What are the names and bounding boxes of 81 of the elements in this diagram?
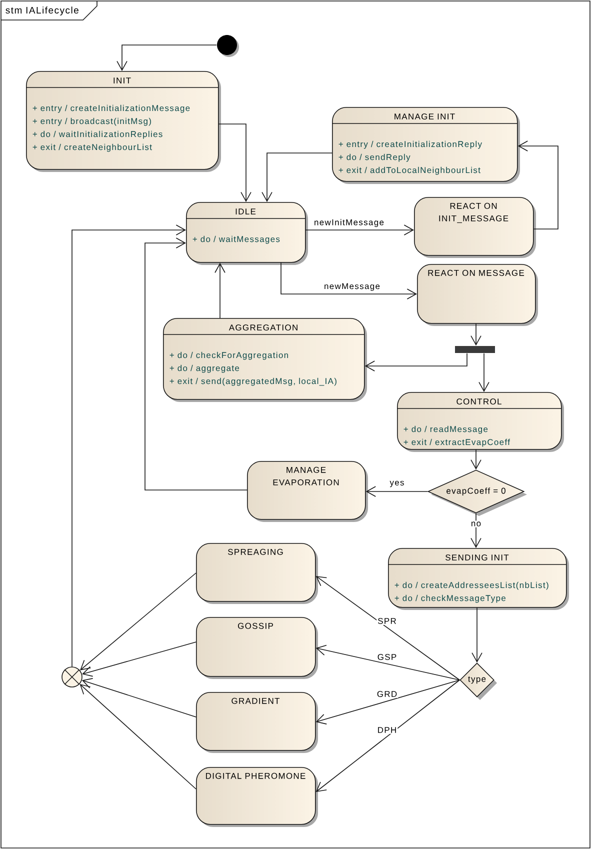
state-box [186, 202, 308, 265]
transition-arrow [280, 262, 417, 300]
state-box [396, 392, 564, 452]
state-name: AGGREGATION [228, 324, 298, 330]
decision-diamond [427, 470, 527, 516]
state-name: MANAGE INIT [394, 114, 455, 120]
transition-arrow [364, 353, 468, 372]
transition-arrow [316, 576, 460, 680]
transition-label: SPR [376, 617, 398, 625]
state-name: GOSSIP [238, 622, 273, 629]
state-name: REACT ON MESSAGE [428, 270, 524, 276]
state-action: + do / waitMessages [192, 236, 280, 244]
state-action: + do / waitInitializationReplies [32, 130, 162, 139]
state-name: CONTROL [456, 398, 502, 404]
frame-title-tab: stm IALifecycle [0, 0, 98, 20]
transition-label: newMessage [323, 282, 381, 292]
transition-arrow [518, 140, 558, 230]
state-name: SPREAGING [228, 548, 283, 555]
transition-arrow [144, 238, 248, 490]
transition-arrow [316, 680, 460, 724]
transition-arrow [478, 353, 490, 392]
state-box [332, 107, 520, 184]
guard-condition: type [468, 676, 486, 684]
transition-arrow [80, 572, 196, 670]
transition-arrow [470, 323, 482, 346]
transition-label: DPH [376, 726, 398, 734]
transition-arrow [80, 684, 196, 790]
transition-label: yes [388, 480, 406, 488]
state-action: + do / sendReply [338, 154, 410, 162]
exit-point-symbol [62, 666, 82, 688]
state-action: + do / createAddresseesList(nbList) [394, 582, 548, 590]
state-box [196, 543, 318, 604]
state-box [388, 548, 569, 610]
state-action: + exit / createNeighbourList [32, 144, 152, 152]
transition-arrow [214, 262, 226, 318]
state-action: + do / checkMessageType [394, 594, 506, 603]
state-box [162, 318, 367, 402]
transition-arrow [472, 607, 482, 663]
transition-arrow [366, 486, 428, 497]
transition-arrow [82, 678, 196, 718]
fork-bar [455, 346, 495, 353]
state-action: + entry / createInitializationMessage [32, 104, 190, 113]
guard-condition: evapCoeff = 0 [446, 488, 506, 496]
transition-arrow [72, 224, 186, 667]
transition-arrow [470, 449, 482, 470]
transition-arrow [82, 642, 196, 677]
transition-arrow [116, 44, 217, 71]
initial-state-dot [217, 35, 239, 57]
state-action: + exit / send(aggregatedMsg, local_IA) [170, 378, 336, 386]
state-name: IDLE [236, 208, 256, 214]
state-action: + entry / broadcast(initMsg) [32, 118, 151, 126]
state-box [414, 197, 536, 258]
transition-arrow [470, 513, 482, 548]
transition-label: GSP [376, 653, 398, 661]
transition-label: no [470, 520, 482, 528]
state-box [26, 71, 221, 172]
state-name: MANAGE EVAPORATION [273, 466, 339, 486]
transition-arrow [305, 224, 414, 236]
state-box [196, 617, 318, 679]
transition-label: newInitMessage [313, 218, 385, 228]
transition-arrow [218, 124, 252, 202]
state-action: + exit / addToLocalNeighbourList [338, 166, 480, 175]
state-box [196, 692, 318, 753]
state-box [196, 767, 318, 827]
state-name: GRADIENT [232, 698, 280, 704]
transition-arrow [316, 644, 460, 680]
state-action: + do / checkForAggregation [170, 352, 288, 360]
state-box [247, 461, 368, 522]
state-box [417, 264, 538, 326]
transition-arrow [262, 152, 332, 202]
state-name: DIGITAL PHEROMONE [206, 772, 306, 779]
transition-label: GRD [376, 690, 398, 698]
state-action: + do / aggregate [170, 364, 240, 373]
state-name: INIT [114, 78, 131, 84]
state-action: + do / readMessage [404, 426, 488, 434]
decision-diamond [460, 662, 497, 700]
transition-arrow [316, 680, 460, 792]
state-action: + entry / createInitializationReply [338, 140, 482, 149]
state-name: SENDING INIT [446, 554, 509, 560]
state-name: REACT ON INIT_MESSAGE [439, 202, 508, 223]
state-action: + exit / extractEvapCoeff [404, 438, 510, 447]
